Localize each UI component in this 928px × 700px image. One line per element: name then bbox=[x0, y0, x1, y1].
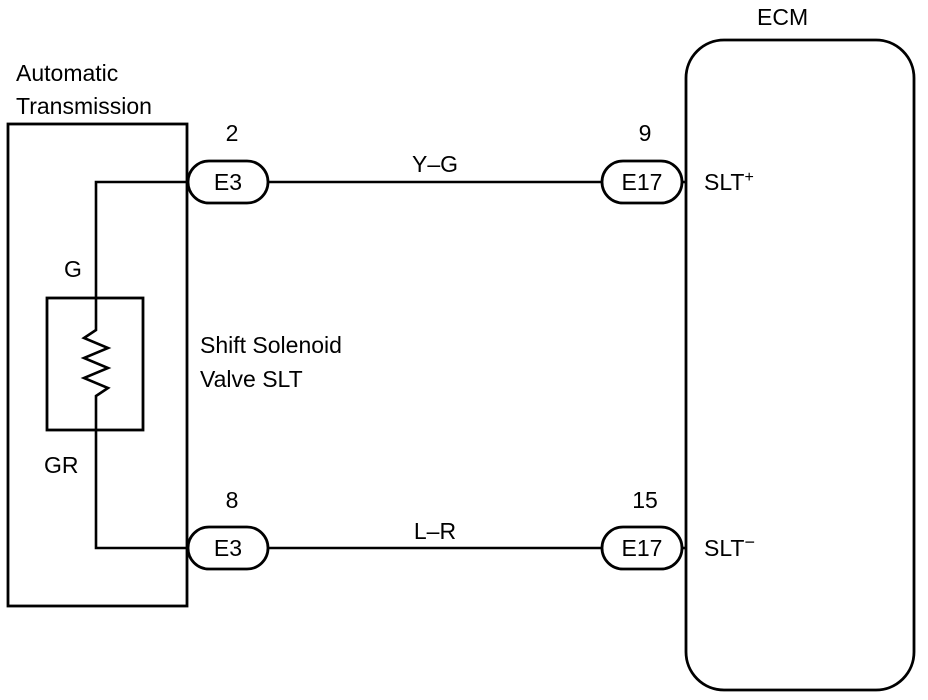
connector-e3-top bbox=[186, 159, 270, 205]
wire-color-l-r: L–R bbox=[414, 518, 456, 544]
connector-e17-top-label: E17 bbox=[622, 169, 663, 195]
ecm-terminal-slt-plus: SLT+ bbox=[704, 169, 754, 195]
ecm-terminal-slt-minus: SLT− bbox=[704, 532, 755, 561]
pin-2-label: 2 bbox=[226, 120, 239, 146]
connector-e17-top bbox=[600, 159, 684, 205]
wire-g-internal bbox=[94, 180, 188, 298]
connector-e17-bottom-label: E17 bbox=[622, 535, 663, 561]
resistor-coil-icon bbox=[80, 298, 112, 430]
wire-color-y-g: Y–G bbox=[412, 151, 458, 177]
transmission-title-line1: Automatic bbox=[16, 60, 118, 86]
solenoid-label-line2: Valve SLT bbox=[200, 366, 303, 392]
ecm-block: ECM SLT+ SLT− bbox=[684, 4, 916, 692]
connector-e3-bottom bbox=[186, 525, 270, 571]
connector-e17-bottom bbox=[600, 525, 684, 571]
pin-9-label: 9 bbox=[639, 120, 652, 146]
wire-label-gr: GR bbox=[44, 452, 79, 478]
connector-e3-bottom-label: E3 bbox=[214, 535, 242, 561]
ecm-terminal-slt-plus-sign: + bbox=[744, 169, 753, 186]
ecm-terminal-slt-minus-sign: − bbox=[744, 532, 755, 552]
shift-solenoid-slt: Shift Solenoid Valve SLT bbox=[45, 296, 342, 432]
circuit-slt-minus: E3 8 L–R E17 15 bbox=[186, 487, 686, 571]
wire-gr-internal bbox=[94, 430, 188, 550]
transmission-title-line2: Transmission bbox=[16, 93, 152, 119]
pin-8-label: 8 bbox=[226, 487, 239, 513]
ecm-terminal-slt-plus-name: SLT bbox=[704, 169, 744, 195]
automatic-transmission-block: Automatic Transmission bbox=[6, 60, 189, 608]
ecm-outline bbox=[684, 38, 916, 692]
connector-e3-top-label: E3 bbox=[214, 169, 242, 195]
solenoid-label-line1: Shift Solenoid bbox=[200, 332, 342, 358]
ecm-terminal-slt-minus-name: SLT bbox=[704, 535, 744, 561]
circuit-slt-plus: E3 2 Y–G E17 9 bbox=[186, 120, 686, 205]
pin-15-label: 15 bbox=[632, 487, 658, 513]
ecm-title: ECM bbox=[757, 4, 808, 30]
wire-label-g: G bbox=[64, 256, 82, 282]
internal-wiring: G GR bbox=[44, 180, 188, 550]
